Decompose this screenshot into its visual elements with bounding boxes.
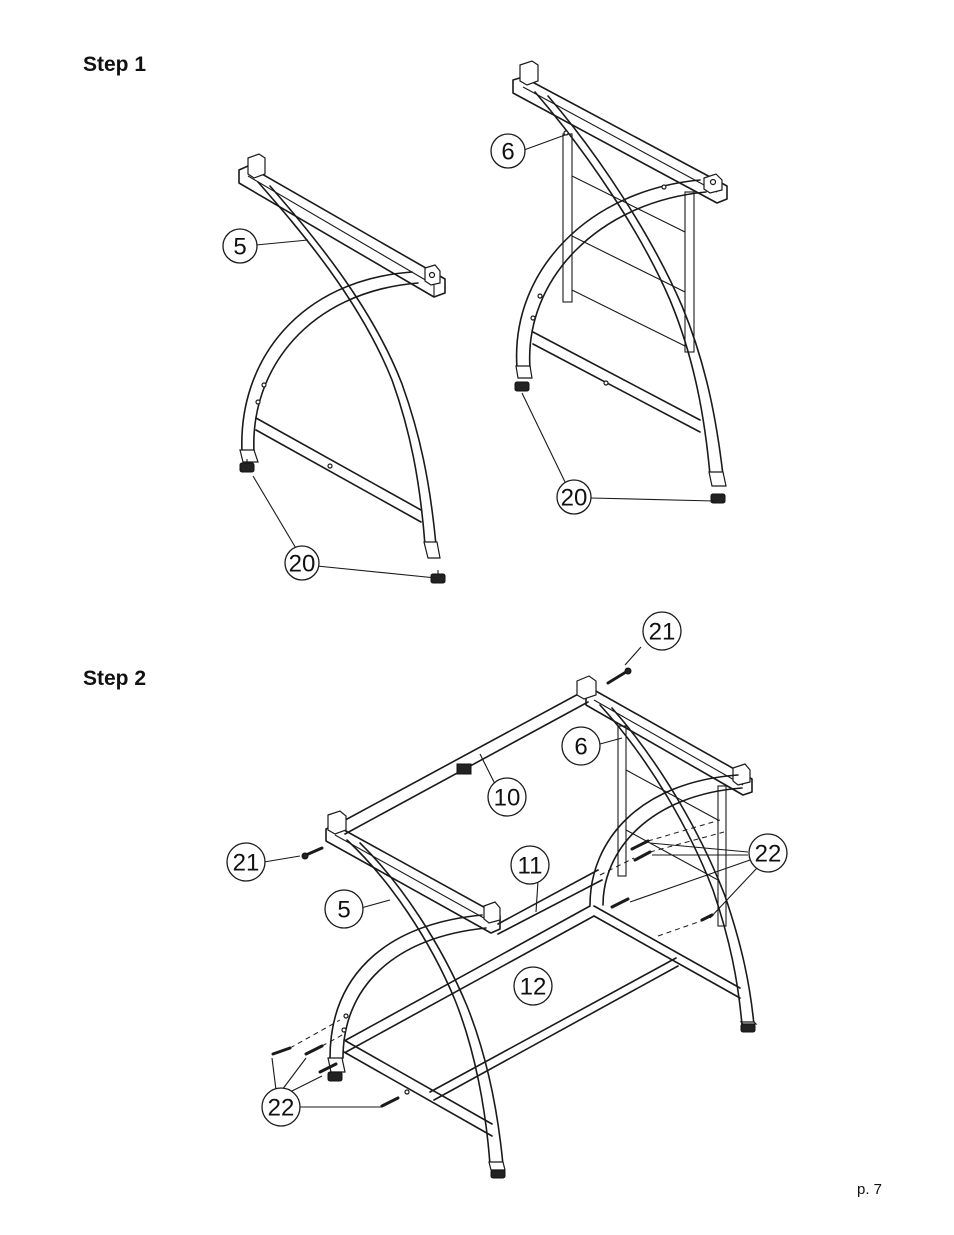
callout-part-21: 21 [227, 843, 265, 881]
leveler-foot [711, 494, 725, 503]
leveler-foot [515, 382, 529, 391]
callout-label: 20 [561, 485, 588, 512]
callout-part-20: 20 [285, 546, 319, 580]
callout-label: 22 [755, 841, 782, 868]
callout-label: 20 [289, 551, 316, 578]
callout-label: 12 [520, 974, 547, 1001]
callout-part-5: 5 [223, 229, 257, 263]
callout-label: 11 [518, 853, 543, 880]
bolt-21-top [608, 668, 631, 683]
callout-part-6: 6 [562, 727, 600, 765]
callout-part-11: 11 [511, 846, 549, 884]
callout-label: 5 [233, 234, 246, 261]
callout-label: 5 [337, 897, 350, 924]
callout-part-5: 5 [325, 890, 363, 928]
callout-label: 21 [233, 850, 260, 877]
callout-label: 22 [268, 1095, 295, 1122]
leveler-foot [431, 570, 445, 583]
callout-label: 6 [501, 139, 514, 166]
step1-left-leg-frame [239, 154, 445, 583]
callout-part-21: 21 [643, 612, 681, 650]
callout-part-22: 22 [749, 834, 787, 872]
callout-label: 6 [574, 734, 587, 761]
step1-right-leg-frame [513, 61, 727, 503]
callout-part-12: 12 [514, 967, 552, 1005]
callout-part-20: 20 [557, 480, 591, 514]
callout-label: 21 [649, 619, 676, 646]
callout-part-6: 6 [491, 134, 525, 168]
callout-label: 10 [494, 785, 521, 812]
callout-part-22: 22 [262, 1088, 300, 1126]
callout-part-10: 10 [488, 778, 526, 816]
bolt-21-left [302, 848, 322, 859]
screws-22-right [600, 820, 724, 936]
